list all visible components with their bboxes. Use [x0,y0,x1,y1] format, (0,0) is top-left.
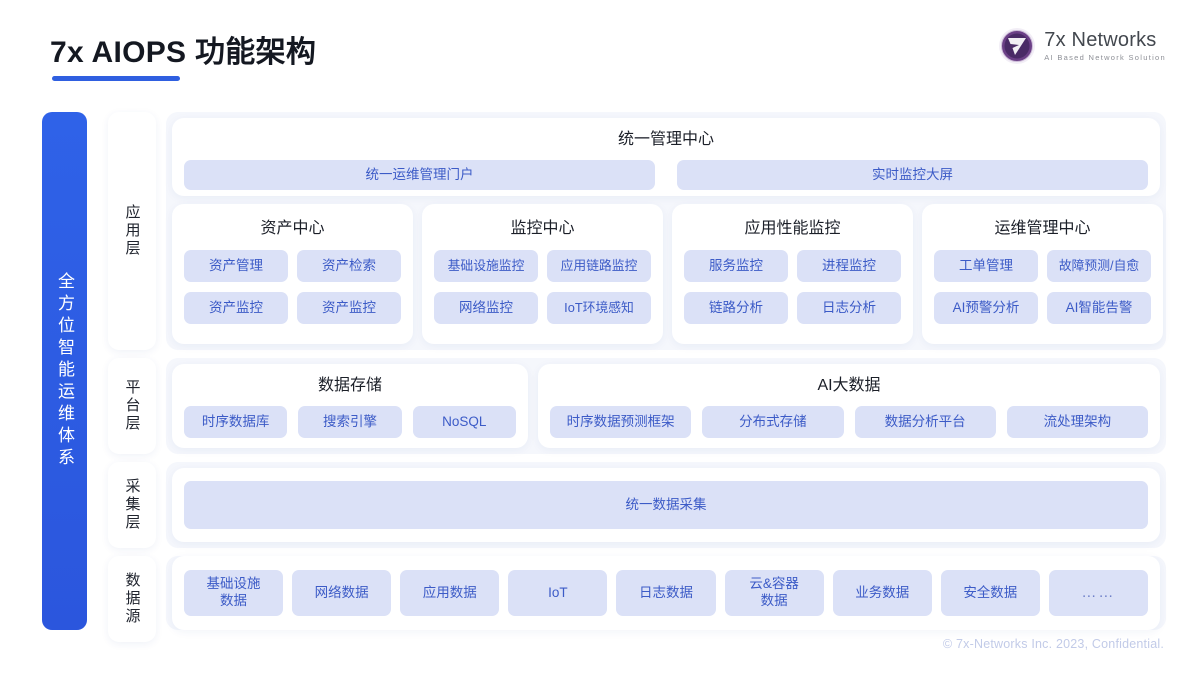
card-unified-management-center[interactable]: 统一管理中心 统一运维管理门户 实时监控大屏 [172,118,1160,196]
chip-distributed-storage[interactable]: 分布式存储 [702,406,844,438]
chip-log-analysis[interactable]: 日志分析 [797,292,901,324]
card-title: 资产中心 [260,220,325,237]
card-ops-management-center[interactable]: 运维管理中心 工单管理 故障预测/自愈 AI预警分析 AI智能告警 [922,204,1163,344]
chip-search-engine[interactable]: 搜索引擎 [298,406,402,438]
system-spine-banner: 全方位智能运维体系 [42,112,87,630]
card-data-storage[interactable]: 数据存储 时序数据库 搜索引擎 NoSQL [172,364,528,448]
chip-service-monitoring[interactable]: 服务监控 [684,250,788,282]
chip-more-ellipsis[interactable]: …… [1048,570,1148,616]
chip-iot-environment-sensing[interactable]: IoT环境感知 [547,292,651,324]
architecture-diagram: 全方位智能运维体系 应用层 平台层 采集层 数据源 统一管理中心 统一运维管理门… [0,100,1200,645]
chip-trace-analysis[interactable]: 链路分析 [684,292,788,324]
card-asset-center[interactable]: 资产中心 资产管理 资产检索 资产监控 资产监控 [172,204,413,344]
chip-stream-processing-architecture[interactable]: 流处理架构 [1006,406,1148,438]
platform-layer-row: 数据存储 时序数据库 搜索引擎 NoSQL AI大数据 时序数据预测框架 分布式… [166,358,1166,454]
layer-label-text: 应用层 [123,204,141,258]
ops-management-chip-grid: 工单管理 故障预测/自愈 AI预警分析 AI智能告警 [934,250,1151,324]
chip-ticket-management[interactable]: 工单管理 [934,250,1038,282]
chip-network-monitoring[interactable]: 网络监控 [434,292,538,324]
layer-label-application: 应用层 [108,112,156,350]
seven-x-logo-icon [998,27,1036,65]
layer-label-collection: 采集层 [108,462,156,548]
chip-cloud-container-data[interactable]: 云&容器数据 [724,570,824,616]
chip-security-data[interactable]: 安全数据 [940,570,1040,616]
data-storage-chip-group: 时序数据库 搜索引擎 NoSQL [184,406,516,438]
collection-layer-row: 统一数据采集 [166,462,1166,548]
card-title: 数据存储 [317,377,382,394]
monitoring-center-chip-grid: 基础设施监控 应用链路监控 网络监控 IoT环境感知 [434,250,651,324]
chip-asset-management[interactable]: 资产管理 [184,250,288,282]
chip-unified-ops-portal[interactable]: 统一运维管理门户 [184,160,655,190]
chip-fault-prediction-self-healing[interactable]: 故障预测/自愈 [1047,250,1151,282]
layer-label-platform: 平台层 [108,358,156,454]
unified-center-chip-group: 统一运维管理门户 实时监控大屏 [184,160,1148,190]
apm-chip-grid: 服务监控 进程监控 链路分析 日志分析 [684,250,901,324]
page-header: 7x AIOPS 功能架构 7x Networks AI Based Netwo… [0,0,1200,100]
chip-infrastructure-data[interactable]: 基础设施数据 [184,570,284,616]
layer-label-datasource: 数据源 [108,556,156,642]
layer-label-column: 应用层 平台层 采集层 数据源 [108,112,156,642]
chip-business-data[interactable]: 业务数据 [832,570,932,616]
card-monitoring-center[interactable]: 监控中心 基础设施监控 应用链路监控 网络监控 IoT环境感知 [422,204,663,344]
chip-ai-smart-alarm[interactable]: AI智能告警 [1047,292,1151,324]
chip-realtime-monitor-wall[interactable]: 实时监控大屏 [677,160,1148,190]
data-source-chip-group: 基础设施数据 网络数据 应用数据 IoT 日志数据 云&容器数据 业务数据 安全… [184,570,1148,616]
chip-ai-alert-analysis[interactable]: AI预警分析 [934,292,1038,324]
chip-network-data[interactable]: 网络数据 [292,570,392,616]
chip-nosql[interactable]: NoSQL [412,406,516,438]
card-application-performance-monitoring[interactable]: 应用性能监控 服务监控 进程监控 链路分析 日志分析 [672,204,913,344]
chip-iot-data[interactable]: IoT [508,570,608,616]
chip-process-monitoring[interactable]: 进程监控 [797,250,901,282]
layer-label-text: 平台层 [123,379,141,433]
page-title: 7x AIOPS 功能架构 [50,36,317,69]
chip-unified-data-collection[interactable]: 统一数据采集 [184,481,1148,529]
footer-copyright: © 7x-Networks Inc. 2023, Confidential. [942,637,1164,651]
card-title: 监控中心 [510,220,575,237]
layer-label-text: 采集层 [123,478,141,532]
card-title: 应用性能监控 [744,220,841,237]
chip-asset-search[interactable]: 资产检索 [297,250,401,282]
chip-application-trace-monitoring[interactable]: 应用链路监控 [547,250,651,282]
chip-asset-monitoring-1[interactable]: 资产监控 [184,292,288,324]
card-title: 统一管理中心 [617,131,714,148]
asset-center-chip-grid: 资产管理 资产检索 资产监控 资产监控 [184,250,401,324]
card-title: 运维管理中心 [994,220,1091,237]
company-logo: 7x Networks AI Based Network Solution [998,27,1166,65]
ai-big-data-chip-group: 时序数据预测框架 分布式存储 数据分析平台 流处理架构 [550,406,1148,438]
chip-application-data[interactable]: 应用数据 [400,570,500,616]
chip-asset-monitoring-2[interactable]: 资产监控 [297,292,401,324]
chip-data-analysis-platform[interactable]: 数据分析平台 [854,406,996,438]
card-data-sources: 基础设施数据 网络数据 应用数据 IoT 日志数据 云&容器数据 业务数据 安全… [172,556,1160,630]
card-title: AI大数据 [817,377,881,394]
chip-timeseries-database[interactable]: 时序数据库 [184,406,288,438]
card-unified-collection[interactable]: 统一数据采集 [172,468,1160,542]
chip-timeseries-prediction-framework[interactable]: 时序数据预测框架 [550,406,692,438]
layer-label-text: 数据源 [123,572,141,626]
chip-log-data[interactable]: 日志数据 [616,570,716,616]
chip-infrastructure-monitoring[interactable]: 基础设施监控 [434,250,538,282]
title-underline [52,76,180,81]
data-source-layer-row: 基础设施数据 网络数据 应用数据 IoT 日志数据 云&容器数据 业务数据 安全… [166,556,1166,630]
application-layer-row: 统一管理中心 统一运维管理门户 实时监控大屏 资产中心 资产管理 资产检索 资产… [166,112,1166,350]
card-ai-big-data[interactable]: AI大数据 时序数据预测框架 分布式存储 数据分析平台 流处理架构 [538,364,1160,448]
logo-text-block: 7x Networks AI Based Network Solution [1044,30,1166,62]
logo-tagline: AI Based Network Solution [1044,53,1166,63]
spine-label: 全方位智能运维体系 [55,272,74,470]
logo-company-name: 7x Networks [1044,29,1157,52]
